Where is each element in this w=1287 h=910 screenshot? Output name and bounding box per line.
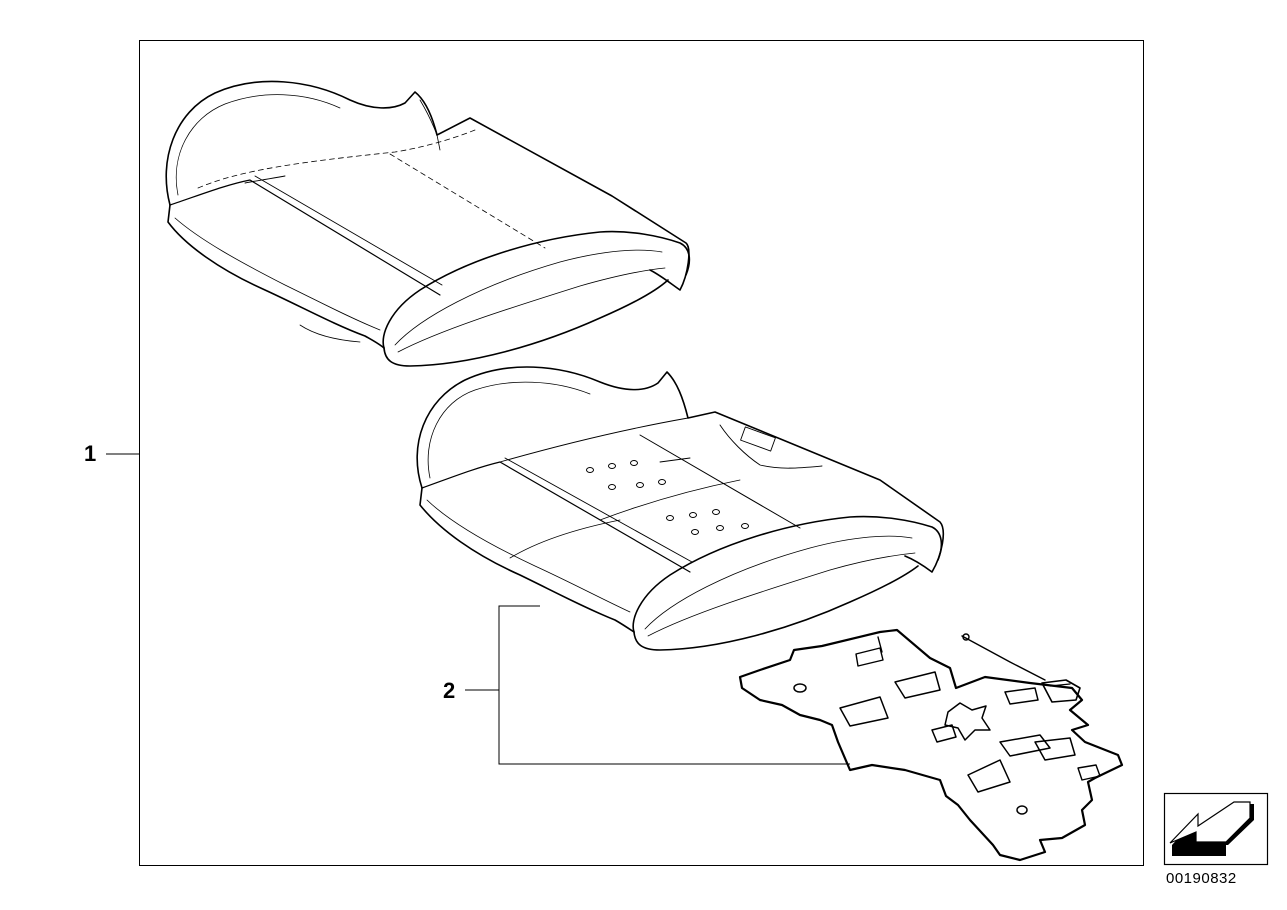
leader-bracket-2 — [465, 605, 850, 765]
diagram-number: 00190832 — [1166, 870, 1237, 887]
pad-holes — [586, 460, 749, 535]
seat-cushion-cover — [165, 80, 691, 367]
diagram-frame — [139, 40, 1144, 866]
callout-1: 1 — [84, 441, 97, 466]
sensor-mat — [738, 628, 1124, 862]
direction-arrow-icon — [1163, 792, 1269, 866]
seat-cushion-pad — [416, 366, 944, 651]
callout-2: 2 — [443, 678, 456, 703]
